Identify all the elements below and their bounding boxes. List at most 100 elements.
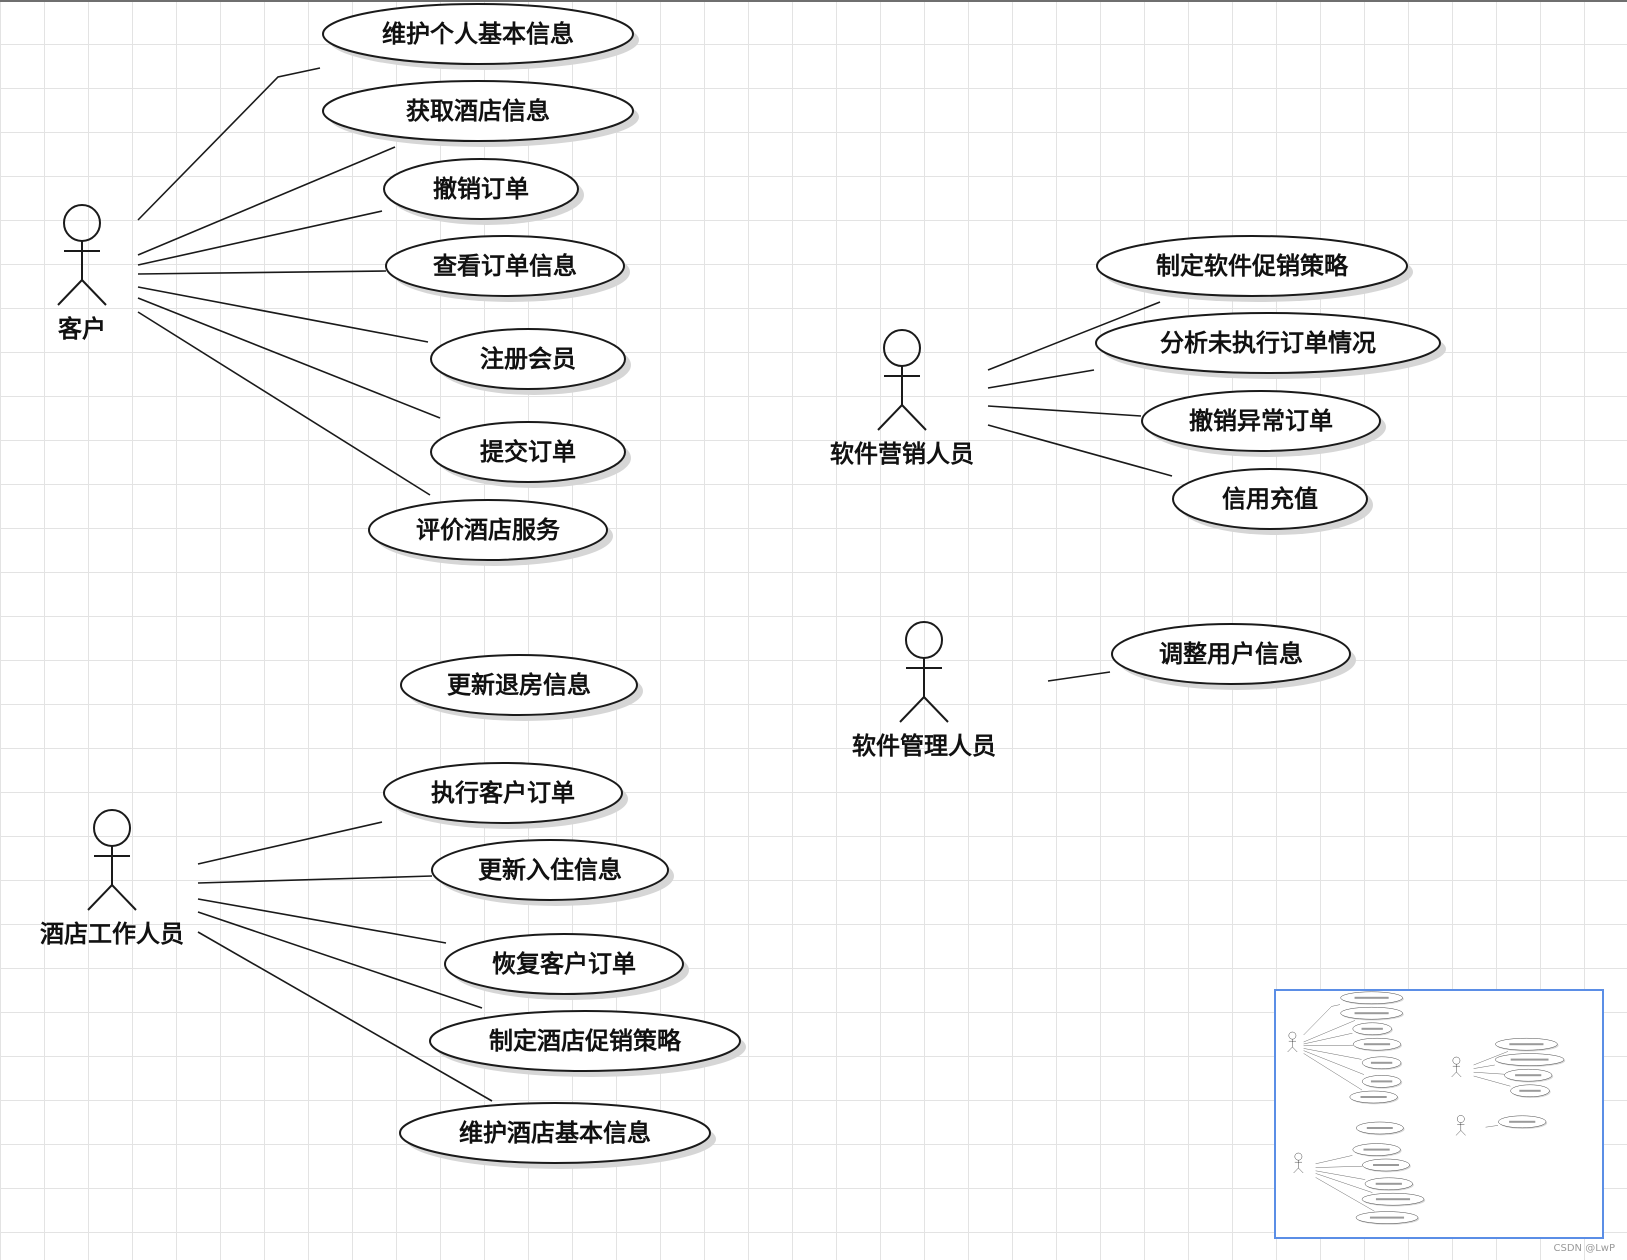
use-case-uc13[interactable] bbox=[1356, 1121, 1405, 1136]
use-case-uc16[interactable]: 恢复客户订单 bbox=[444, 933, 689, 1000]
actor-left-leg bbox=[1293, 1167, 1299, 1174]
association-line bbox=[137, 210, 383, 266]
actor-marketing[interactable] bbox=[1451, 1056, 1462, 1078]
use-case-uc5[interactable]: 注册会员 bbox=[430, 328, 631, 395]
use-case-label: 评价酒店服务 bbox=[416, 516, 561, 544]
use-case-uc11[interactable] bbox=[1510, 1084, 1551, 1098]
use-case-uc11[interactable]: 信用充值 bbox=[1172, 468, 1373, 535]
use-case-uc18[interactable]: 维护酒店基本信息 bbox=[399, 1102, 716, 1169]
association-line bbox=[1485, 1125, 1499, 1128]
actor-manager[interactable] bbox=[1455, 1115, 1466, 1136]
use-case-uc7[interactable] bbox=[1349, 1090, 1399, 1105]
use-case-label-placeholder bbox=[1515, 1074, 1542, 1077]
actor-hotel_staff[interactable]: 酒店工作人员 bbox=[40, 809, 184, 948]
use-case-uc6[interactable]: 提交订单 bbox=[430, 421, 631, 488]
use-case-uc9[interactable]: 分析未执行订单情况 bbox=[1095, 312, 1446, 379]
use-case-uc6[interactable] bbox=[1362, 1075, 1403, 1089]
association-line bbox=[1473, 1075, 1511, 1087]
actor-left-leg bbox=[1287, 1046, 1293, 1053]
use-case-uc3[interactable] bbox=[1352, 1022, 1393, 1036]
actor-right-leg bbox=[1298, 1167, 1304, 1174]
use-case-uc2[interactable]: 获取酒店信息 bbox=[322, 80, 639, 147]
association-line bbox=[987, 405, 1142, 417]
use-case-ellipse bbox=[1141, 390, 1381, 452]
association-line bbox=[197, 898, 447, 944]
association-line bbox=[1303, 1020, 1356, 1043]
actor-right-leg bbox=[81, 279, 107, 306]
use-case-label-placeholder bbox=[1509, 1043, 1544, 1046]
use-case-label: 调整用户信息 bbox=[1159, 640, 1303, 668]
use-case-label: 执行客户订单 bbox=[431, 779, 575, 807]
use-case-label-placeholder bbox=[1360, 1096, 1387, 1098]
use-case-uc15[interactable]: 更新入住信息 bbox=[431, 839, 674, 906]
use-case-label: 查看订单信息 bbox=[433, 252, 577, 280]
actor-customer[interactable]: 客户 bbox=[57, 204, 107, 343]
use-case-uc1[interactable] bbox=[1340, 991, 1404, 1005]
actor-head bbox=[905, 621, 943, 659]
association-line bbox=[1315, 1170, 1366, 1180]
use-case-uc7[interactable]: 评价酒店服务 bbox=[368, 499, 613, 566]
actor-customer[interactable] bbox=[1287, 1031, 1298, 1053]
actor-head bbox=[1457, 1115, 1465, 1123]
use-case-label-placeholder bbox=[1370, 1061, 1393, 1064]
association-line bbox=[137, 311, 431, 496]
use-case-uc5[interactable] bbox=[1362, 1056, 1403, 1070]
use-case-uc10[interactable] bbox=[1504, 1069, 1554, 1083]
association-line bbox=[1315, 1177, 1375, 1212]
use-case-label: 提交订单 bbox=[480, 438, 576, 466]
use-case-uc1[interactable]: 维护个人基本信息 bbox=[322, 3, 639, 70]
use-case-ellipse bbox=[431, 839, 669, 901]
association-line bbox=[197, 911, 483, 1009]
use-case-uc4[interactable] bbox=[1353, 1038, 1402, 1052]
use-case-ellipse bbox=[322, 3, 634, 65]
actor-marketing[interactable]: 软件营销人员 bbox=[830, 329, 974, 468]
use-case-label-placeholder bbox=[1361, 1027, 1383, 1030]
actor-head bbox=[1294, 1152, 1303, 1161]
overview-minimap[interactable] bbox=[1274, 989, 1604, 1239]
association-line bbox=[1303, 1048, 1362, 1060]
use-case-uc14[interactable] bbox=[1352, 1143, 1402, 1157]
use-case-ellipse bbox=[368, 499, 608, 561]
use-case-label-placeholder bbox=[1363, 1148, 1390, 1151]
use-case-uc15[interactable] bbox=[1362, 1158, 1411, 1173]
association-line bbox=[137, 286, 429, 343]
actor-head bbox=[1288, 1031, 1297, 1040]
association-line bbox=[1315, 1155, 1353, 1164]
actor-left-leg bbox=[899, 696, 925, 723]
use-case-uc9[interactable] bbox=[1495, 1053, 1566, 1067]
association-line bbox=[1315, 1166, 1363, 1168]
association-line bbox=[137, 297, 441, 419]
use-case-uc12[interactable] bbox=[1498, 1115, 1548, 1129]
actor-head bbox=[883, 329, 921, 367]
use-case-uc2[interactable] bbox=[1340, 1007, 1404, 1021]
actor-right-leg bbox=[111, 884, 137, 911]
use-case-ellipse bbox=[1111, 623, 1351, 685]
use-case-label-placeholder bbox=[1369, 1216, 1405, 1219]
use-case-uc17[interactable] bbox=[1361, 1193, 1426, 1207]
use-case-uc16[interactable] bbox=[1364, 1177, 1414, 1191]
use-case-uc4[interactable]: 查看订单信息 bbox=[385, 235, 630, 302]
association-line bbox=[1303, 1033, 1353, 1045]
actor-hotel_staff[interactable] bbox=[1293, 1152, 1304, 1174]
use-case-uc8[interactable] bbox=[1495, 1038, 1559, 1052]
actor-left-leg bbox=[1455, 1130, 1461, 1136]
use-case-uc14[interactable]: 执行客户订单 bbox=[383, 762, 628, 829]
actor-left-leg bbox=[87, 884, 113, 911]
use-case-uc12[interactable]: 调整用户信息 bbox=[1111, 623, 1356, 690]
use-case-uc10[interactable]: 撤销异常订单 bbox=[1141, 390, 1386, 457]
actor-head bbox=[63, 204, 101, 242]
use-case-label-placeholder bbox=[1354, 996, 1389, 999]
use-case-uc8[interactable]: 制定软件促销策略 bbox=[1096, 235, 1413, 302]
association-line bbox=[197, 875, 433, 884]
use-case-ellipse bbox=[1172, 468, 1368, 530]
association-line bbox=[197, 821, 383, 865]
use-case-uc17[interactable]: 制定酒店促销策略 bbox=[429, 1010, 746, 1077]
actor-head bbox=[1452, 1056, 1461, 1065]
use-case-uc13[interactable]: 更新退房信息 bbox=[400, 654, 643, 721]
use-case-ellipse bbox=[430, 328, 626, 390]
use-case-uc3[interactable]: 撤销订单 bbox=[383, 158, 584, 225]
association-line bbox=[1303, 1045, 1354, 1046]
use-case-uc18[interactable] bbox=[1355, 1211, 1420, 1225]
actor-manager[interactable]: 软件管理人员 bbox=[852, 621, 996, 760]
association-line bbox=[1473, 1072, 1505, 1075]
